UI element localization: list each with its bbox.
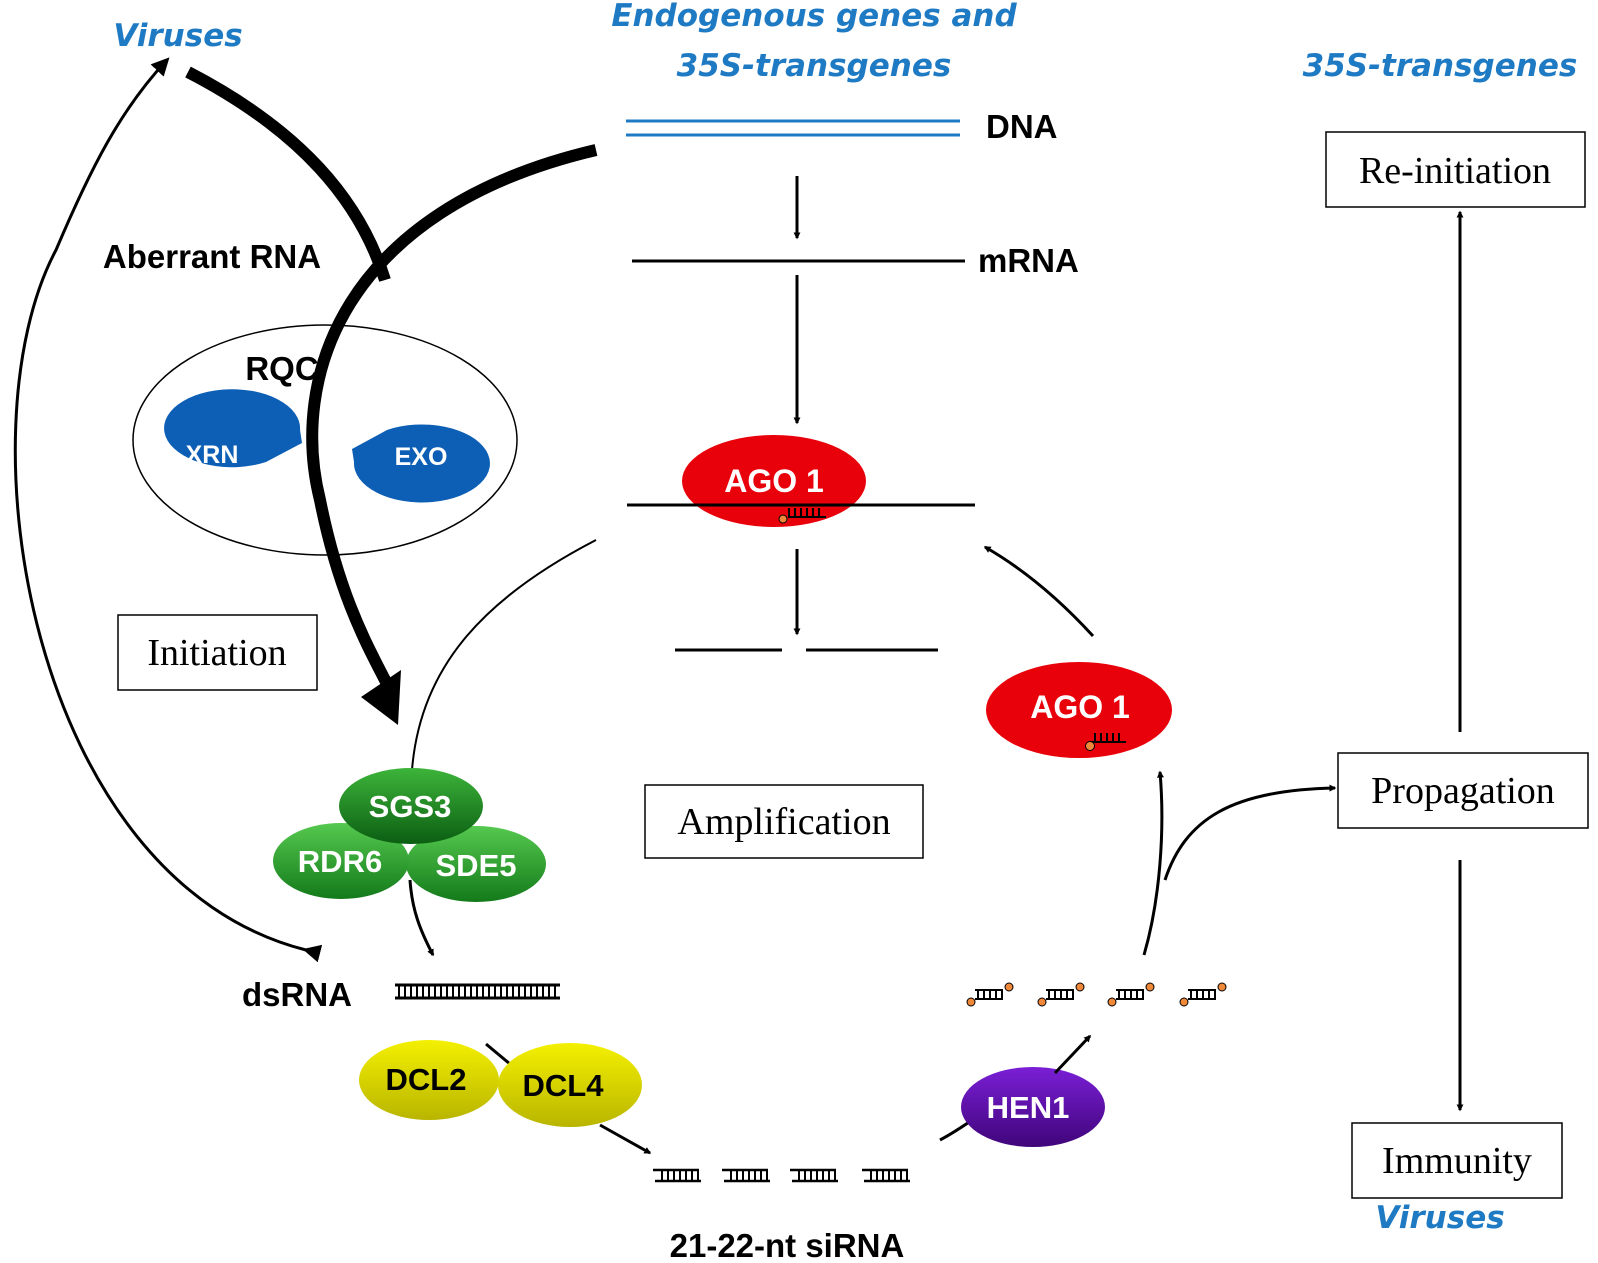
rdr6-to-dsrna-arrow: [408, 879, 435, 957]
reinitiation-box: [1325, 131, 1586, 208]
sde5-ellipse: [406, 826, 546, 902]
hen1-label: HEN1: [987, 1090, 1070, 1125]
dna-label: DNA: [986, 108, 1058, 145]
rdr6-label: RDR6: [298, 844, 382, 879]
immunity-box: [1351, 1122, 1563, 1199]
ago1-right-label: AGO 1: [1030, 689, 1130, 725]
viruses-bottom-label: Viruses: [1375, 1200, 1504, 1236]
dcl2-ellipse: [359, 1040, 499, 1120]
sirna-to-ago1-arrow: [1142, 770, 1164, 956]
thick-arrowhead: [361, 670, 401, 725]
mrna-label: mRNA: [978, 242, 1079, 279]
propagation-label: Propagation: [1371, 770, 1555, 812]
dcl4-ellipse: [498, 1043, 642, 1127]
exo-pacman: [352, 424, 490, 503]
hen1-to-methylated-arrow: [1053, 1034, 1092, 1075]
dsrna-to-dcl-line: [485, 1042, 511, 1066]
sde5-label: SDE5: [436, 848, 517, 883]
dcl2-label: DCL2: [386, 1062, 467, 1097]
rqc-label: RQC: [245, 350, 318, 387]
dcl4-label: DCL4: [523, 1068, 605, 1103]
sirna-to-propagation-arrow: [1163, 784, 1337, 881]
initiation-box: [117, 614, 318, 691]
sgs3-label: SGS3: [369, 789, 452, 824]
immunity-label: Immunity: [1382, 1140, 1532, 1182]
ago1-right-sirna-icon: [1085, 733, 1126, 751]
dcl-to-sirna-arrow: [599, 1123, 652, 1155]
endogenous-genes-label: Endogenous genes and: [611, 0, 1017, 34]
sirna-label: 21-22-nt siRNA: [670, 1227, 905, 1263]
rqc-ellipse: [132, 324, 518, 556]
amplification-label: Amplification: [677, 801, 890, 843]
xrn-label: XRN: [186, 441, 239, 469]
aberrant-rna-label: Aberrant RNA: [103, 238, 321, 275]
rdr6-ellipse: [273, 823, 409, 899]
ago1-right-ellipse: [986, 662, 1172, 758]
sgs3-ellipse: [339, 768, 483, 844]
methylated-sirnas: [966, 982, 1227, 1007]
sirna-duplexes: [653, 1168, 910, 1183]
initiation-label: Initiation: [147, 632, 286, 674]
dsrna-ladder: [395, 983, 560, 1000]
35s-transgenes-center-label: 35S-transgenes: [677, 48, 952, 84]
reinitiation-label: Re-initiation: [1359, 150, 1551, 192]
dna-double-line: [626, 119, 960, 137]
mrna-to-sgs3-curve: [411, 539, 597, 771]
dna-to-sgs3-thick-curve: [306, 144, 598, 689]
ago1-loading-arrow: [983, 545, 1095, 638]
amplification-box: [644, 784, 924, 859]
virus-dsrna-curve: [13, 57, 323, 963]
hen1-ellipse: [961, 1067, 1105, 1147]
viruses-top-label: Viruses: [113, 18, 242, 54]
propagation-box: [1337, 752, 1589, 829]
35s-transgenes-right-label: 35S-transgenes: [1303, 48, 1578, 84]
dsrna-label: dsRNA: [242, 976, 352, 1013]
ago1-top-label: AGO 1: [724, 463, 824, 499]
exo-label: EXO: [395, 443, 448, 471]
ago1-top-sirna-icon: [778, 508, 826, 524]
